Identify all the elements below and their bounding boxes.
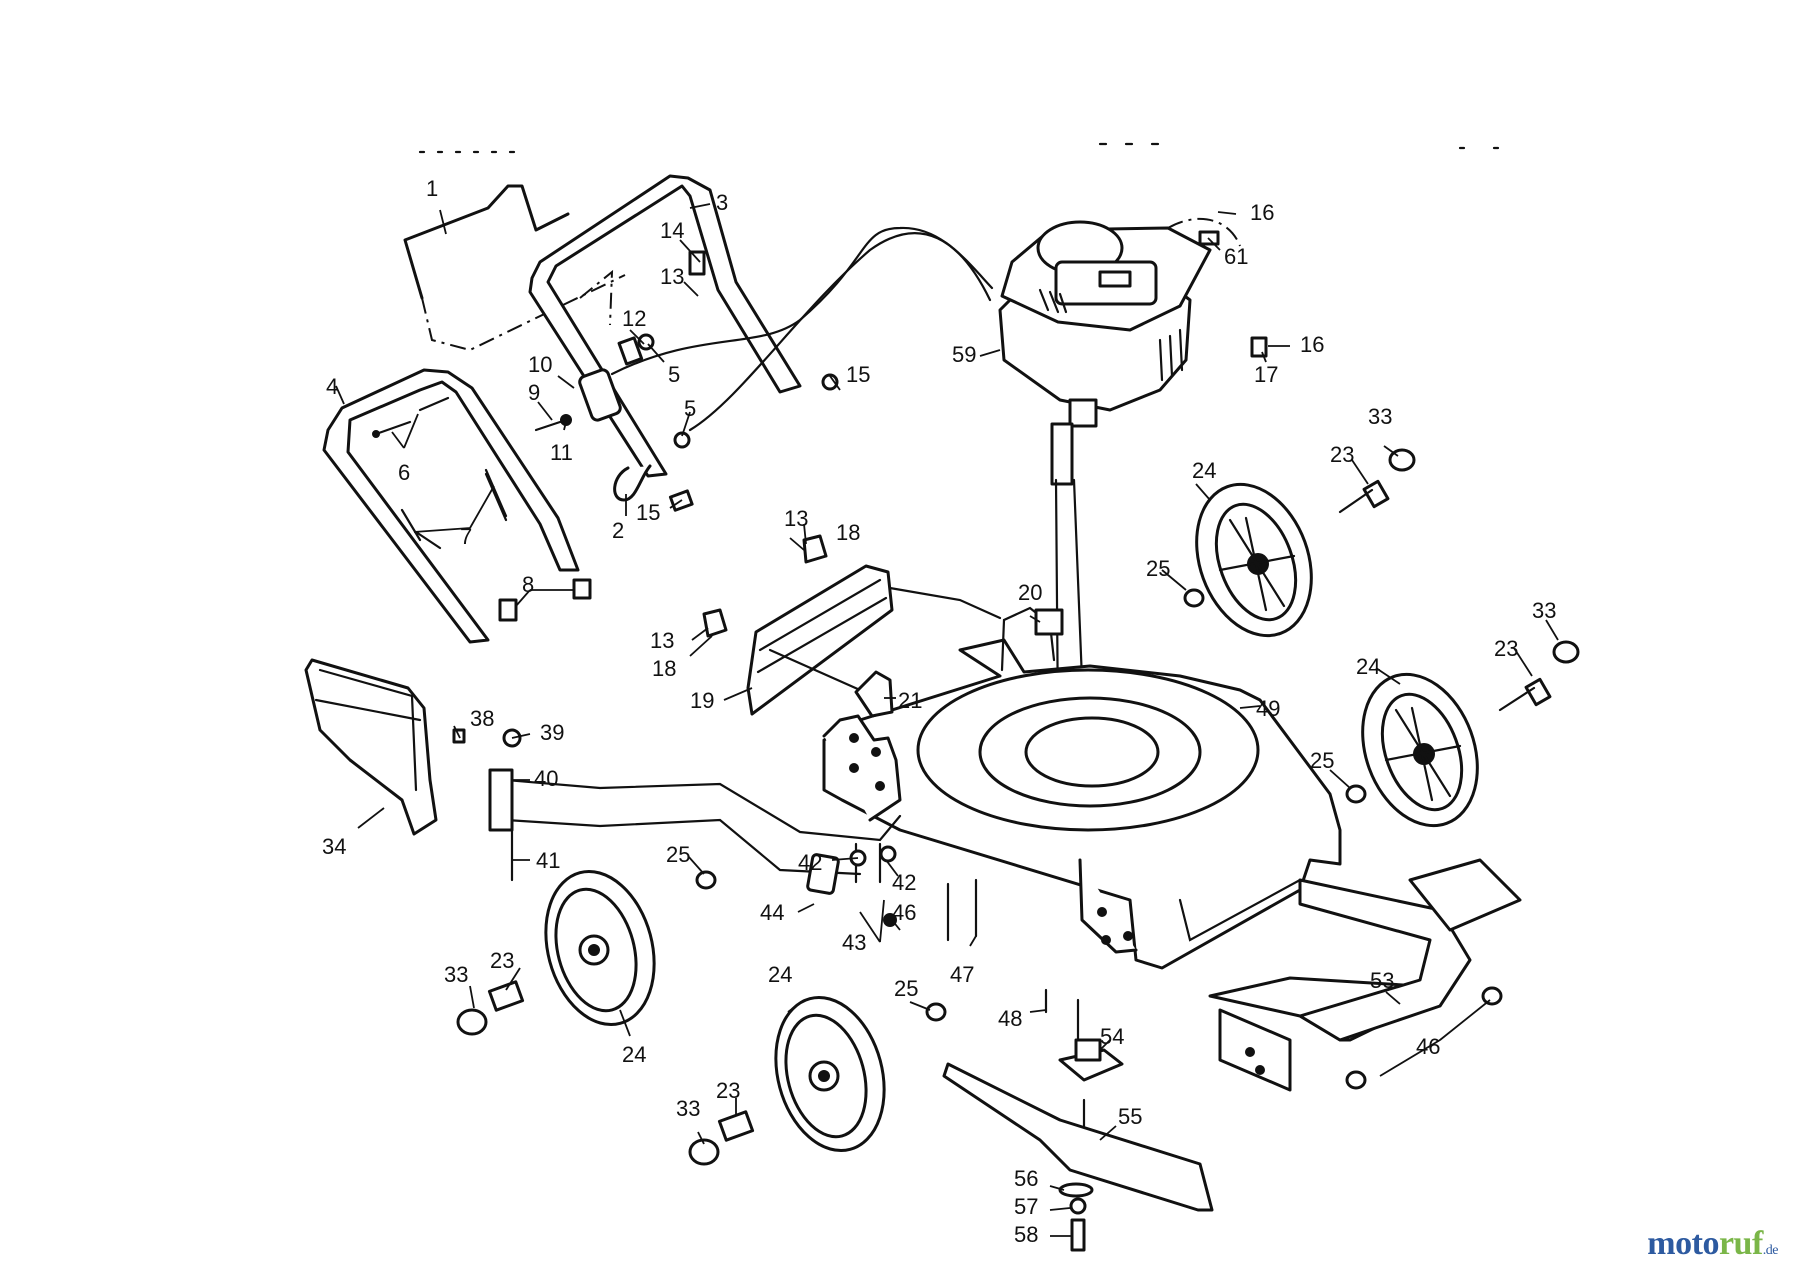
callout-24: 24 xyxy=(622,1042,646,1067)
callout-38: 38 xyxy=(470,706,494,731)
callout-5: 5 xyxy=(684,396,696,421)
callout-42: 42 xyxy=(892,870,916,895)
callout-46: 46 xyxy=(892,900,916,925)
callout-33: 33 xyxy=(444,962,468,987)
wheel-hardware xyxy=(456,448,1580,1166)
callout-8: 8 xyxy=(522,572,534,597)
callout-21: 21 xyxy=(898,688,922,713)
callout-57: 57 xyxy=(1014,1194,1038,1219)
callout-47: 47 xyxy=(950,962,974,987)
callout-18: 18 xyxy=(836,520,860,545)
callout-58: 58 xyxy=(1014,1222,1038,1247)
callout-48: 48 xyxy=(998,1006,1022,1031)
watermark-part-2: ruf xyxy=(1718,1225,1763,1262)
watermark-part-1: moto xyxy=(1647,1225,1719,1262)
callout-6: 6 xyxy=(398,460,410,485)
callout-10: 10 xyxy=(528,352,552,377)
callout-54: 54 xyxy=(1100,1024,1124,1049)
callout-16: 16 xyxy=(1300,332,1324,357)
callout-39: 39 xyxy=(540,720,564,745)
callout-1: 1 xyxy=(426,176,438,201)
callout-56: 56 xyxy=(1014,1166,1038,1191)
callout-25: 25 xyxy=(1310,748,1334,773)
callout-59: 59 xyxy=(952,342,976,367)
callout-25: 25 xyxy=(666,842,690,867)
callout-20: 20 xyxy=(1018,580,1042,605)
callout-labels: 1 3 14 13 12 5 15 10 9 11 5 4 6 7 2 15 8… xyxy=(322,176,1556,1247)
callout-18: 18 xyxy=(652,656,676,681)
callout-40: 40 xyxy=(534,766,558,791)
callout-14: 14 xyxy=(660,218,684,243)
callout-4: 4 xyxy=(326,374,338,399)
front-right-wheel xyxy=(1195,482,1313,638)
engine-part xyxy=(998,218,1268,428)
callout-3: 3 xyxy=(716,190,728,215)
callout-24: 24 xyxy=(768,962,792,987)
scan-specks xyxy=(418,142,1502,154)
callout-23: 23 xyxy=(490,948,514,973)
blade-bolt-hardware xyxy=(1058,1182,1094,1252)
baffle-part xyxy=(746,564,1002,716)
callout-41: 41 xyxy=(536,848,560,873)
callout-13: 13 xyxy=(660,264,684,289)
throttle-cable xyxy=(610,226,994,432)
watermark-part-3: .de xyxy=(1762,1243,1779,1258)
callout-33: 33 xyxy=(1368,404,1392,429)
rear-left-wheel xyxy=(544,869,656,1027)
callout-11: 11 xyxy=(550,440,573,465)
leader-lines xyxy=(335,203,1559,1237)
callout-25: 25 xyxy=(894,976,918,1001)
upper-handle-part xyxy=(528,174,802,478)
callout-23: 23 xyxy=(1330,442,1354,467)
front-right-wheel-2 xyxy=(1361,672,1479,828)
rear-right-wheel xyxy=(774,995,886,1153)
callout-49: 49 xyxy=(1256,696,1280,721)
callout-2: 2 xyxy=(612,518,624,543)
mulch-plate-part xyxy=(1208,858,1522,1092)
blade-adapter-part xyxy=(1058,1038,1124,1082)
callout-23: 23 xyxy=(1494,636,1518,661)
callout-13: 13 xyxy=(784,506,808,531)
callout-9: 9 xyxy=(528,380,540,405)
callout-55: 55 xyxy=(1118,1104,1142,1129)
callout-24: 24 xyxy=(1356,654,1380,679)
lower-handle-part xyxy=(322,368,580,644)
callout-42: 42 xyxy=(798,850,822,875)
callout-13: 13 xyxy=(650,628,674,653)
callout-34: 34 xyxy=(322,834,346,859)
callout-53: 53 xyxy=(1370,968,1394,993)
watermark-logo: motoruf.de xyxy=(1647,1225,1778,1263)
callout-17: 17 xyxy=(1254,362,1278,387)
handle-hardware xyxy=(372,250,839,622)
callout-5: 5 xyxy=(668,362,680,387)
mower-deck-part xyxy=(822,606,1342,970)
callout-43: 43 xyxy=(842,930,866,955)
callout-24: 24 xyxy=(1192,458,1216,483)
callout-16: 16 xyxy=(1250,200,1274,225)
callout-15: 15 xyxy=(636,500,660,525)
callout-46: 46 xyxy=(1416,1034,1440,1059)
callout-61: 61 xyxy=(1224,244,1248,269)
rear-axle-line xyxy=(504,778,902,876)
callout-19: 19 xyxy=(690,688,714,713)
callout-44: 44 xyxy=(760,900,784,925)
callout-15: 15 xyxy=(846,362,870,387)
callout-33: 33 xyxy=(1532,598,1556,623)
mounting-brackets xyxy=(702,534,1064,718)
callout-12: 12 xyxy=(622,306,646,331)
callout-23: 23 xyxy=(716,1078,740,1103)
blade-part xyxy=(942,1062,1214,1212)
small-hardware xyxy=(806,842,1048,1014)
control-bar-part xyxy=(403,184,626,352)
callout-25: 25 xyxy=(1146,556,1170,581)
callout-33: 33 xyxy=(676,1096,700,1121)
callout-7: 7 xyxy=(460,524,472,549)
